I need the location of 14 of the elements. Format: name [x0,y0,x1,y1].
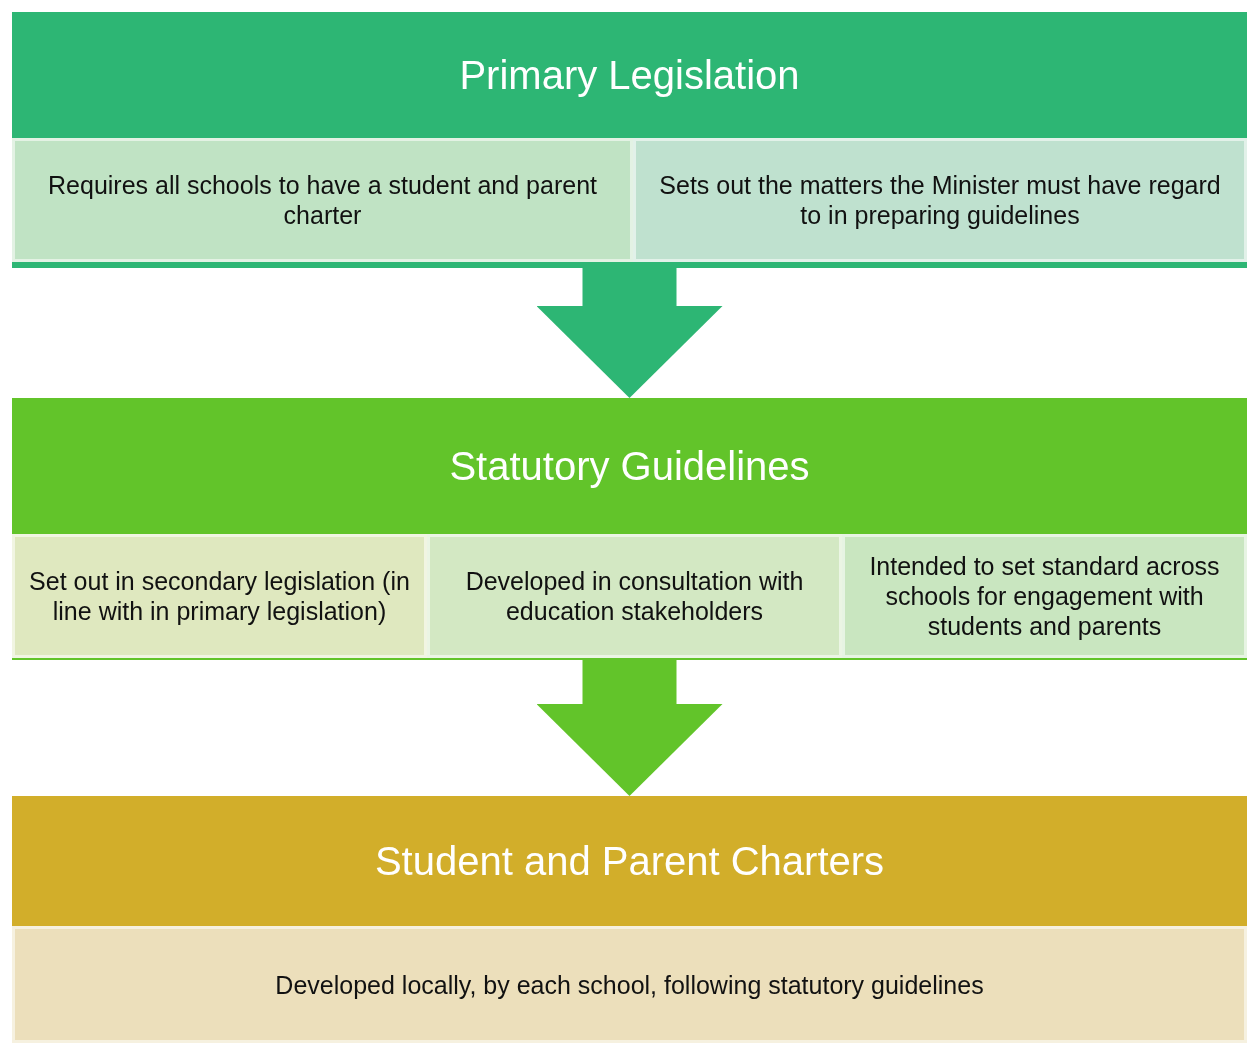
statement-panel: Developed in consultation with education stakeholders [427,534,842,658]
stage-heading: Primary Legislation [459,52,800,98]
block-arrow [536,660,723,796]
stage-heading: Statutory Guidelines [449,443,810,489]
stage-band [12,398,1247,660]
statement-panel: Sets out the matters the Minister must have regard to in preparing guidelines [633,138,1247,262]
stage-band [12,12,1247,268]
stage-heading: Student and Parent Charters [374,838,885,884]
statement-panel: Requires all schools to have a student and parent charter [12,138,633,262]
block-arrow [536,268,723,398]
statement-panel: Developed locally, by each school, following statutory guidelines [12,926,1247,1043]
statement-panel: Set out in secondary legislation (in line with in primary legislation) [12,534,427,658]
statement-panel: Intended to set standard across schools for engagement with students and parents [842,534,1247,658]
stage-band [12,796,1247,1043]
